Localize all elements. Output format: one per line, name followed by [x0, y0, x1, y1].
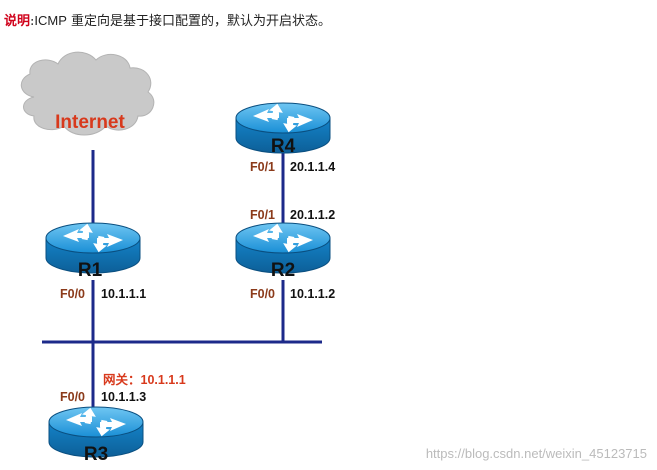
r3-gateway: 网关：10.1.1.1 [103, 372, 186, 387]
router-r2-name: R2 [271, 260, 295, 281]
r3-interface: F0/0 [60, 390, 85, 404]
note-acronym: ICMP [34, 13, 67, 28]
internet-cloud: Internet [20, 51, 155, 136]
r2-ip-up: 20.1.1.2 [290, 208, 335, 222]
router-r4-name: R4 [271, 136, 296, 157]
r2-ip: 10.1.1.2 [290, 287, 335, 301]
description-line: 说明:ICMP 重定向是基于接口配置的，默认为开启状态。 [4, 10, 331, 29]
router-r2: R2 [235, 222, 331, 281]
r1-interface: F0/0 [60, 287, 85, 301]
r3-ip: 10.1.1.3 [101, 390, 146, 404]
router-r1: R1 [45, 222, 141, 281]
r2-interface-up: F0/1 [250, 208, 275, 222]
router-r3: R3 [48, 406, 144, 465]
r2-interface: F0/0 [250, 287, 275, 301]
watermark: https://blog.csdn.net/weixin_45123715 [425, 446, 647, 461]
note-tag: 说明 [4, 14, 31, 29]
note-text: 重定向是基于接口配置的，默认为开启状态。 [71, 14, 332, 29]
r1-ip: 10.1.1.1 [101, 287, 146, 301]
router-r1-name: R1 [78, 260, 103, 281]
r4-ip: 20.1.1.4 [290, 160, 335, 174]
note-colon: : [30, 14, 35, 29]
r4-interface: F0/1 [250, 160, 275, 174]
internet-label: Internet [55, 112, 125, 133]
router-r3-name: R3 [84, 444, 108, 465]
router-r4: R4 [235, 102, 331, 157]
